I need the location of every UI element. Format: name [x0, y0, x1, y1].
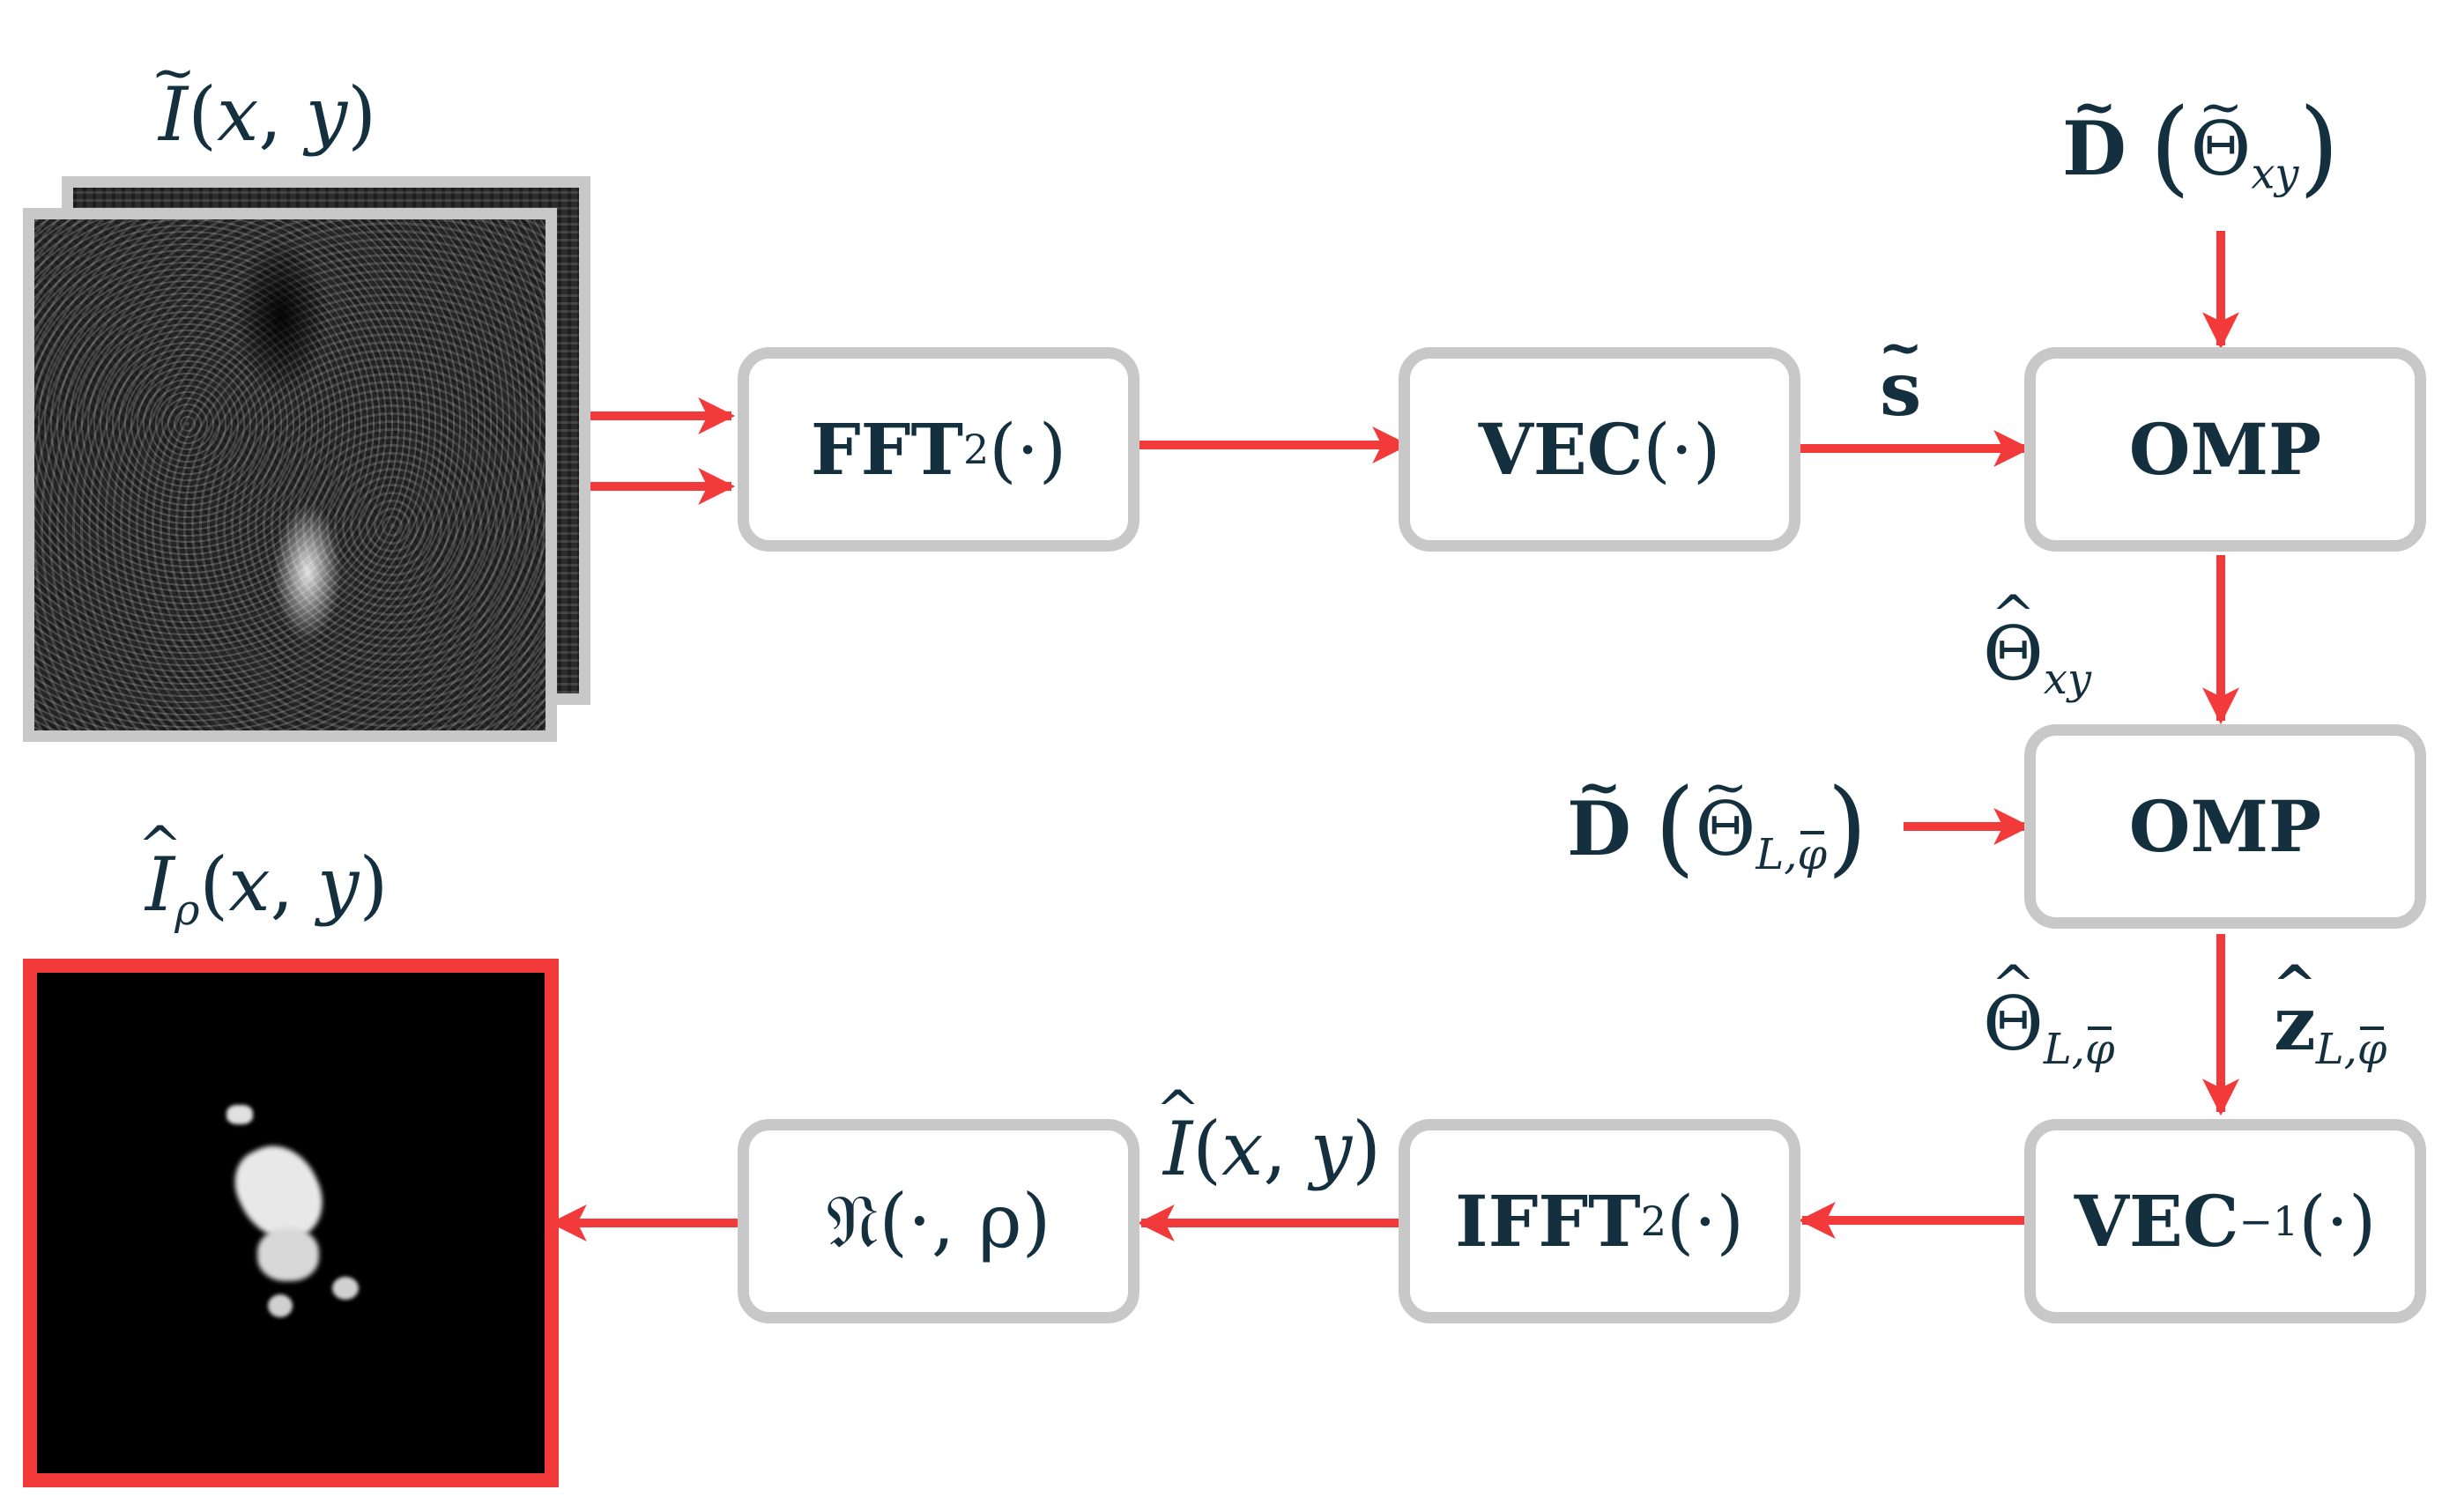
theta-hat-L-phi-label: ΘL,φ — [1983, 987, 2115, 1071]
threshold-label: 𝔑(·, ρ) — [826, 1177, 1051, 1264]
output-target-blob-2 — [257, 1228, 319, 1281]
omp2-box[interactable]: OMP — [2024, 724, 2426, 929]
fft2-label: FFT — [810, 408, 963, 491]
dict-L-phi-input: D (ΘL,φ) — [1567, 775, 1867, 879]
vec-label: VEC — [1478, 408, 1644, 491]
output-image — [23, 959, 559, 1487]
theta-hat-xy-label: Θxy — [1983, 617, 2091, 700]
input-image-label: I(x, y) — [159, 78, 376, 152]
threshold-box[interactable]: 𝔑(·, ρ) — [738, 1119, 1139, 1323]
output-target-blob-4 — [332, 1277, 359, 1300]
s-tilde-label: s — [1880, 352, 1921, 426]
vec-inverse-label: VEC — [2074, 1180, 2239, 1263]
omp1-box[interactable]: OMP — [2024, 347, 2426, 552]
output-target-blob-5 — [268, 1294, 293, 1317]
omp2-label: OMP — [2128, 785, 2322, 868]
output-image-label: Iρ(x, y) — [145, 848, 388, 931]
ifft2-label: IFFT — [1455, 1180, 1641, 1263]
vec-inverse-box[interactable]: VEC−1(·) — [2024, 1119, 2426, 1323]
dict-xy-input: D (Θxy) — [2062, 95, 2339, 199]
omp1-label: OMP — [2128, 408, 2322, 491]
i-hat-label: I(x, y) — [1163, 1112, 1381, 1186]
input-image-front — [23, 208, 557, 742]
z-hat-L-phi-label: zL,φ — [2274, 987, 2386, 1071]
output-target-blob-3 — [226, 1105, 253, 1124]
vec-box[interactable]: VEC(·) — [1399, 347, 1800, 552]
